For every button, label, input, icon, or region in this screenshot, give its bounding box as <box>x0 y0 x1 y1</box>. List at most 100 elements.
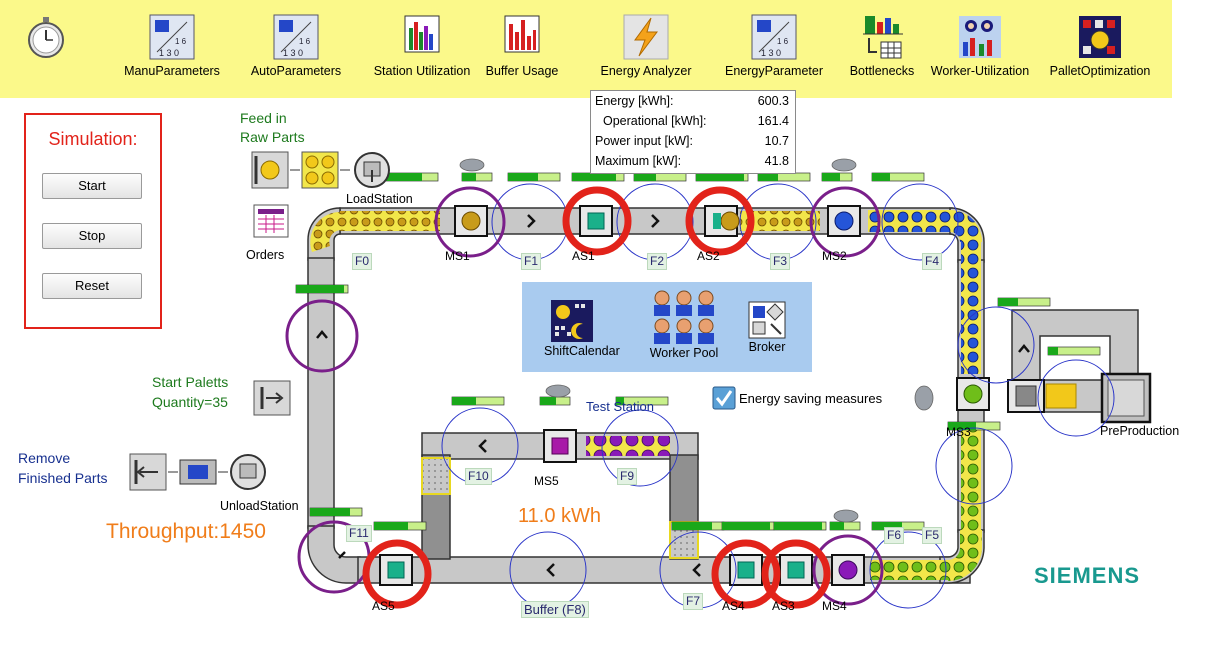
station-ms4[interactable] <box>831 554 865 586</box>
station-utilization-button[interactable]: Station Utilization <box>362 14 482 78</box>
simulation-panel: Simulation: Start Stop Reset <box>24 113 162 329</box>
part-queue <box>740 211 820 231</box>
station-label-as4: AS4 <box>722 599 745 613</box>
part-queue <box>586 436 670 456</box>
parameter-table-icon: 1 3 0 1 6 <box>149 14 195 60</box>
conveyor-label-f11: F11 <box>346 525 372 542</box>
start-paletts-label: Start Paletts Quantity=35 <box>152 372 228 412</box>
worker-utilization-label: Worker-Utilization <box>930 64 1030 78</box>
station-ms3[interactable] <box>956 377 990 411</box>
pallet-optimization-button[interactable]: PalletOptimization <box>1040 14 1160 78</box>
siemens-logo: SIEMENS <box>1034 563 1141 588</box>
resources-panel: ShiftCalendar Worker Pool Broker <box>522 282 812 372</box>
broker-button[interactable]: Broker <box>742 300 792 354</box>
preproduction-label: PreProduction <box>1100 424 1180 438</box>
tooltip-row: Maximum [kW]: 41.8 <box>595 154 789 174</box>
stop-button[interactable]: Stop <box>42 223 142 249</box>
raw-parts-source[interactable] <box>250 150 396 192</box>
energy-saving-label: Energy saving measures <box>739 391 883 406</box>
remove-finished-label: Remove Finished Parts <box>18 448 107 488</box>
station-label-as5: AS5 <box>372 599 395 613</box>
tooltip-label: Maximum [kW]: <box>595 154 682 168</box>
station-as3[interactable] <box>779 554 813 586</box>
conveyor-label-f9: F9 <box>617 468 638 485</box>
station-as1[interactable] <box>579 205 613 237</box>
shift-calendar-icon <box>551 300 593 342</box>
station-ms1[interactable] <box>454 205 488 237</box>
station-label-ms3: MS3 <box>946 425 971 439</box>
buffer-usage-button[interactable]: Buffer Usage <box>462 14 582 78</box>
station-as2[interactable] <box>704 205 740 237</box>
part-queue <box>948 530 982 581</box>
station-label-ms5: MS5 <box>534 474 559 488</box>
feed-in-text: Feed in <box>240 110 287 126</box>
worker-utilization-button[interactable]: Worker-Utilization <box>920 14 1040 78</box>
checkbox-checked-icon <box>712 386 736 410</box>
start-paletts-text: Start Paletts <box>152 374 229 390</box>
unload-station-label: UnloadStation <box>220 499 299 513</box>
auto-parameters-button[interactable]: 1 3 0 1 6 AutoParameters <box>236 14 356 78</box>
worker-pool-button[interactable]: Worker Pool <box>636 288 732 360</box>
svg-text:1 6: 1 6 <box>777 37 789 46</box>
conveyor-label-f1: F1 <box>521 253 542 270</box>
station-utilization-label: Station Utilization <box>373 64 471 78</box>
part-queue <box>961 430 981 532</box>
tooltip-row: Power input [kW]: 10.7 <box>595 134 789 154</box>
feed-in-label: Feed in Raw Parts <box>240 109 305 147</box>
manu-parameters-label: ManuParameters <box>124 64 220 78</box>
svg-text:1 3 0: 1 3 0 <box>283 48 303 58</box>
energy-kwh-display: 11.0 kWh <box>518 505 601 527</box>
stopwatch-icon[interactable] <box>24 14 68 60</box>
station-ms5[interactable] <box>543 429 577 463</box>
reset-button[interactable]: Reset <box>42 273 142 299</box>
conveyor-label-f0: F0 <box>352 253 373 270</box>
stations <box>379 205 1152 586</box>
toolbar: 1 3 0 1 6 ManuParameters 1 3 0 1 6 AutoP… <box>0 0 1172 98</box>
orders-icon[interactable] <box>252 203 290 239</box>
energy-analyzer-label: Energy Analyzer <box>600 64 692 78</box>
energy-tooltip: Energy [kWh]: 600.3 Operational [kWh]: 1… <box>590 90 796 174</box>
worker-pool-icon <box>654 290 714 344</box>
tooltip-label: Energy [kWh]: <box>595 94 674 108</box>
tooltip-row: Energy [kWh]: 600.3 <box>595 94 789 114</box>
tooltip-value: 41.8 <box>764 154 789 168</box>
pallet-optimization-label: PalletOptimization <box>1049 64 1151 78</box>
transfer-unit[interactable] <box>1007 379 1077 413</box>
energy-parameter-button[interactable]: 1 3 0 1 6 EnergyParameter <box>714 14 834 78</box>
conveyor-label-f7: F7 <box>683 593 704 610</box>
utilization-bars <box>295 172 1101 531</box>
bottleneck-rings <box>362 186 831 609</box>
station-rings <box>285 186 884 606</box>
station-ms2[interactable] <box>827 205 861 237</box>
pallet-optimization-icon <box>1079 16 1121 58</box>
svg-text:1 3 0: 1 3 0 <box>159 48 179 58</box>
bottlenecks-button[interactable]: Bottlenecks <box>822 14 942 78</box>
station-label-ms1: MS1 <box>445 249 470 263</box>
manu-parameters-button[interactable]: 1 3 0 1 6 ManuParameters <box>112 14 232 78</box>
conveyor-label-f2: F2 <box>647 253 668 270</box>
energy-analyzer-button[interactable]: Energy Analyzer <box>586 14 706 78</box>
preproduction-station[interactable] <box>1100 372 1152 424</box>
station-as5[interactable] <box>379 554 413 586</box>
part-queue <box>310 211 342 252</box>
bar-chart-icon <box>504 15 540 53</box>
start-paletts-source[interactable] <box>252 379 292 417</box>
conveyor-label-f3: F3 <box>770 253 791 270</box>
bottleneck-chart-icon <box>863 16 903 59</box>
part-queue <box>868 210 952 232</box>
buffer-usage-label: Buffer Usage <box>485 64 559 78</box>
tooltip-label: Power input [kW]: <box>595 134 693 148</box>
quantity-text: Quantity=35 <box>152 394 228 410</box>
worker-icons <box>459 158 934 523</box>
bottlenecks-label: Bottlenecks <box>849 64 915 78</box>
throughput-display: Throughput:1450 <box>106 520 266 543</box>
test-station-label: Test Station <box>586 399 654 414</box>
energy-parameter-label: EnergyParameter <box>725 64 823 78</box>
tooltip-label: Operational [kWh]: <box>603 114 707 128</box>
shift-calendar-button[interactable]: ShiftCalendar <box>544 298 620 358</box>
broker-label: Broker <box>748 340 786 354</box>
finished-parts-drain[interactable] <box>128 452 268 494</box>
start-button[interactable]: Start <box>42 173 142 199</box>
worker-chart-icon <box>959 16 1001 58</box>
